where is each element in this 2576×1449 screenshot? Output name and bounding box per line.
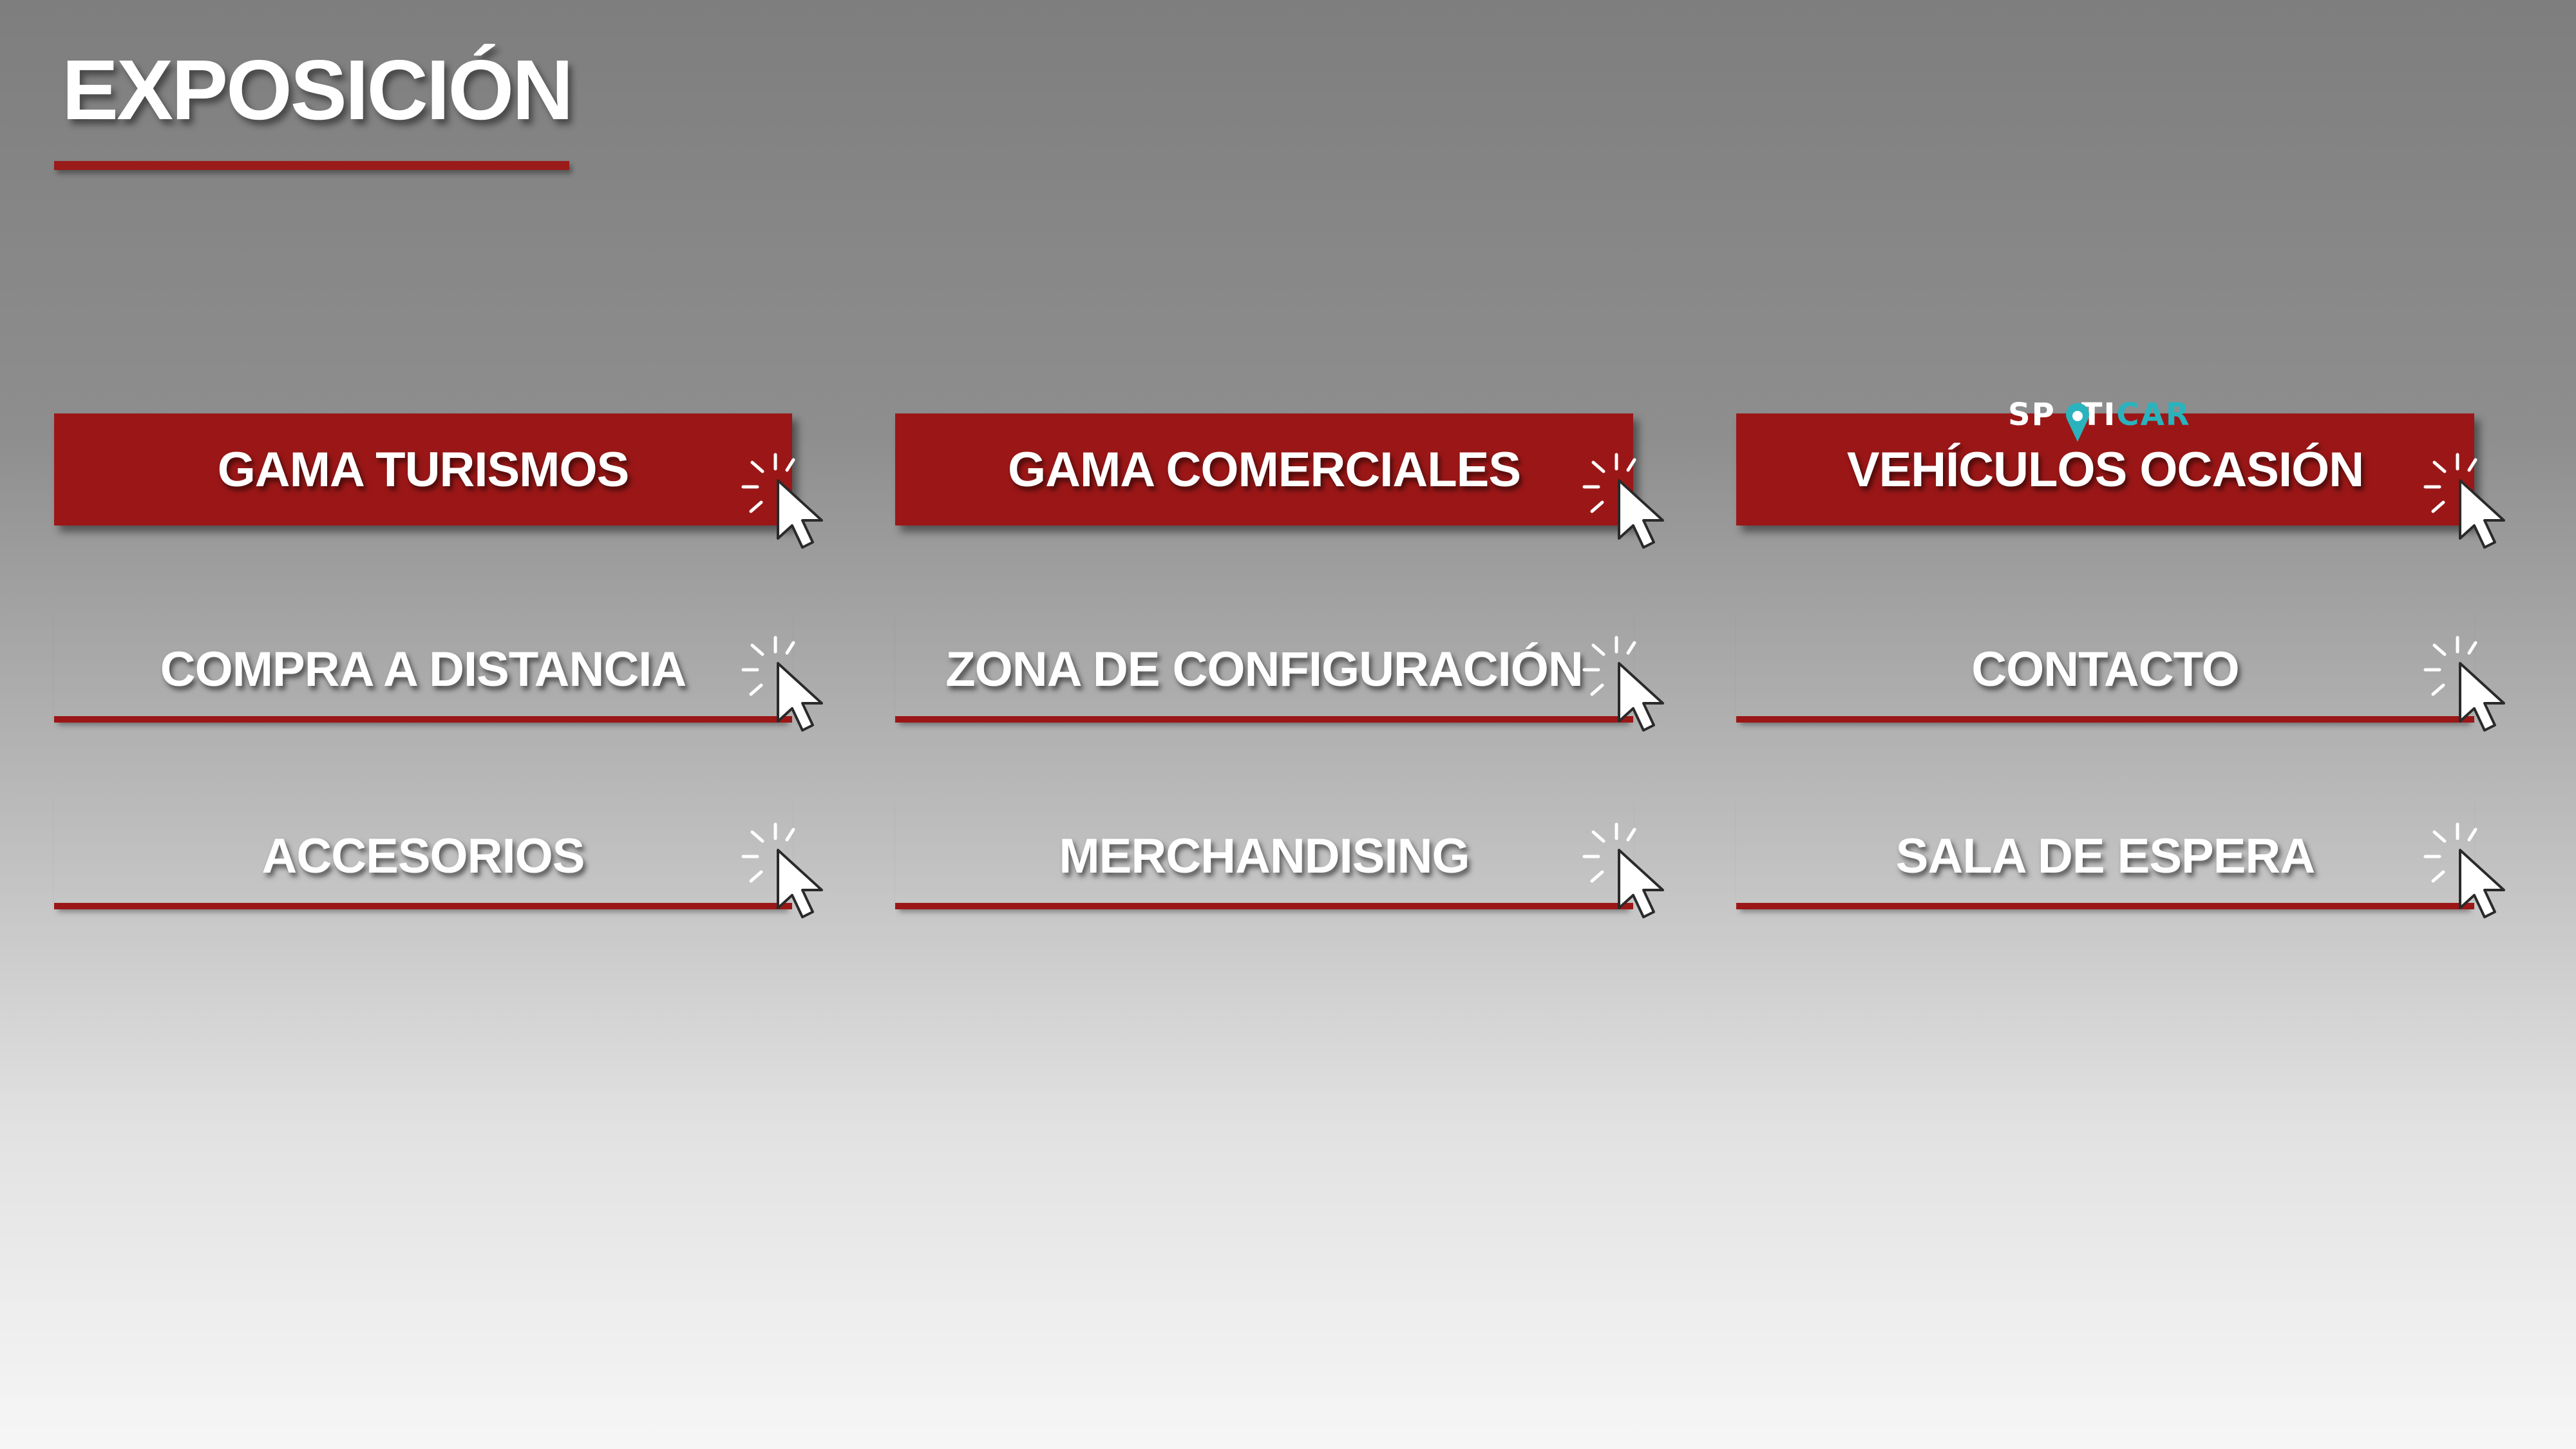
logo-text-accent: CAR: [2116, 397, 2191, 433]
click-cursor-icon: [1582, 822, 1664, 918]
menu-label: COMPRA A DISTANCIA: [160, 642, 687, 697]
menu-label: GAMA TURISMOS: [217, 442, 630, 497]
menu-label: ZONA DE CONFIGURACIÓN: [945, 642, 1584, 697]
contacto-link[interactable]: CONTACTO: [1736, 607, 2505, 732]
click-cursor-icon: [1582, 636, 1664, 732]
sala-de-espera-link[interactable]: SALA DE ESPERA: [1736, 793, 2505, 918]
zona-de-configuracion-link[interactable]: ZONA DE CONFIGURACIÓN: [895, 607, 1664, 732]
click-cursor-icon: [741, 636, 823, 732]
click-cursor-icon: [1582, 453, 1664, 549]
click-cursor-icon: [741, 453, 823, 549]
click-cursor-icon: [2423, 636, 2505, 732]
menu-label: CONTACTO: [1971, 642, 2240, 697]
gama-turismos-button[interactable]: GAMA TURISMOS: [54, 413, 823, 549]
merchandising-link[interactable]: MERCHANDISING: [895, 793, 1664, 918]
accesorios-link[interactable]: ACCESORIOS: [54, 793, 823, 918]
gama-comerciales-button[interactable]: GAMA COMERCIALES: [895, 413, 1664, 549]
menu-label: ACCESORIOS: [261, 829, 585, 884]
title-underline: [54, 161, 569, 170]
compra-a-distancia-link[interactable]: COMPRA A DISTANCIA: [54, 607, 823, 732]
logo-text-light: SP: [2008, 397, 2056, 433]
click-cursor-icon: [741, 822, 823, 918]
menu-label: VEHÍCULOS OCASIÓN: [1846, 442, 2364, 497]
menu-label: GAMA COMERCIALES: [1007, 442, 1521, 497]
vehiculos-ocasion-button[interactable]: VEHÍCULOS OCASIÓN: [1736, 413, 2505, 549]
location-pin-icon: [2066, 403, 2089, 442]
page-title: EXPOSICIÓN: [62, 43, 574, 137]
click-cursor-icon: [2423, 822, 2505, 918]
menu-label: SALA DE ESPERA: [1895, 829, 2315, 884]
click-cursor-icon: [2423, 453, 2505, 549]
menu-label: MERCHANDISING: [1059, 829, 1470, 884]
